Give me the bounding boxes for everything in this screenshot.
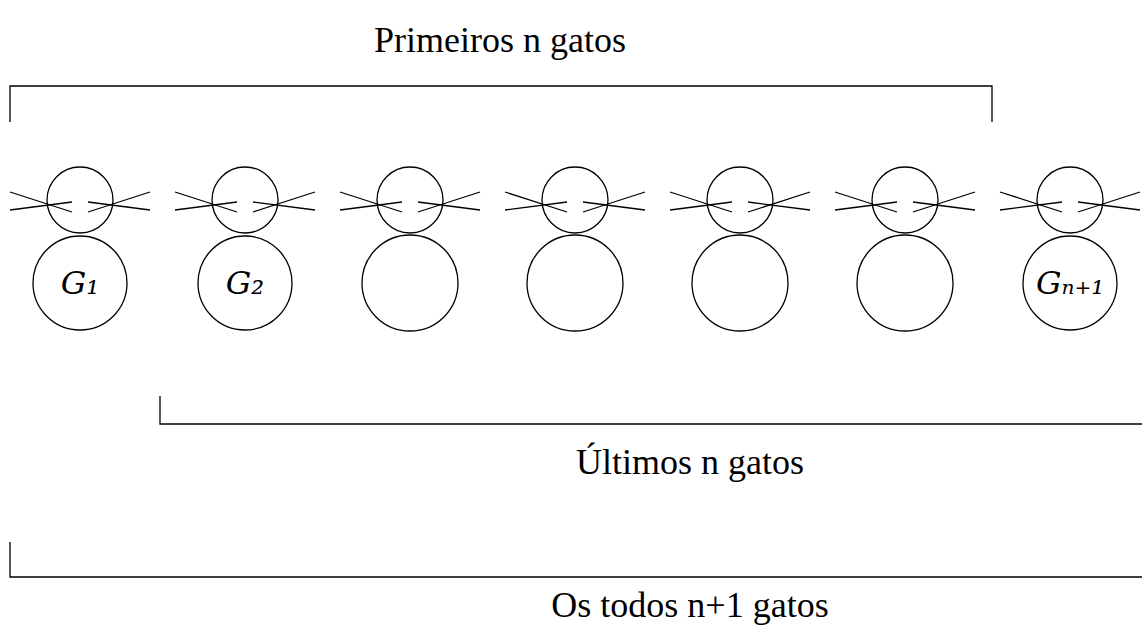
whisker: [583, 202, 645, 210]
cat-body: [527, 235, 623, 331]
cat-head: [47, 167, 113, 233]
whisker: [175, 202, 237, 210]
cat-name: G₂: [226, 264, 264, 302]
cat-body: G₂: [197, 235, 293, 331]
cat: [340, 167, 480, 331]
cat: [670, 167, 810, 331]
bracket-label: Primeiros n gatos: [370, 19, 630, 61]
whisker: [418, 202, 480, 210]
cat-name: Gₙ₊₁: [1036, 264, 1104, 302]
cat-head: [707, 167, 773, 233]
whisker: [10, 192, 72, 212]
cat-body: [857, 235, 953, 331]
whisker: [340, 192, 402, 212]
cat-body: Gₙ₊₁: [1022, 235, 1118, 331]
cat-head: [542, 167, 608, 233]
cat-name: G₁: [61, 264, 99, 302]
cat-head: [212, 167, 278, 233]
whisker: [253, 192, 315, 212]
whisker: [253, 202, 315, 210]
cat-body: [692, 235, 788, 331]
cat-figures: [10, 167, 1140, 331]
whisker: [913, 202, 975, 210]
whisker: [835, 192, 897, 212]
whisker: [583, 192, 645, 212]
cat: [10, 167, 150, 233]
whisker: [10, 202, 72, 210]
cat-body: [362, 235, 458, 331]
cat-body: G₁: [32, 235, 128, 331]
cat: [835, 167, 975, 331]
whisker: [1078, 192, 1140, 212]
whisker: [505, 202, 567, 210]
bottom-bracket: [10, 542, 1142, 577]
whisker: [88, 192, 150, 212]
whisker: [88, 202, 150, 210]
cat: [175, 167, 315, 233]
whisker: [670, 202, 732, 210]
whisker: [835, 202, 897, 210]
whisker: [340, 202, 402, 210]
whisker: [1000, 202, 1062, 210]
cat-head: [1037, 167, 1103, 233]
cat: [505, 167, 645, 331]
bracket-label: Os todos n+1 gatos: [547, 584, 832, 626]
whisker: [748, 192, 810, 212]
whisker: [748, 202, 810, 210]
cat: [1000, 167, 1140, 233]
bracket-label: Últimos n gatos: [572, 441, 808, 483]
whisker: [913, 192, 975, 212]
middle-bracket: [160, 396, 1142, 424]
top-bracket: [10, 86, 992, 122]
cat-head: [377, 167, 443, 233]
whisker: [418, 192, 480, 212]
cat-head: [872, 167, 938, 233]
whisker: [670, 192, 732, 212]
whisker: [1078, 202, 1140, 210]
whisker: [175, 192, 237, 212]
whisker: [1000, 192, 1062, 212]
whisker: [505, 192, 567, 212]
brackets: [10, 86, 1142, 577]
